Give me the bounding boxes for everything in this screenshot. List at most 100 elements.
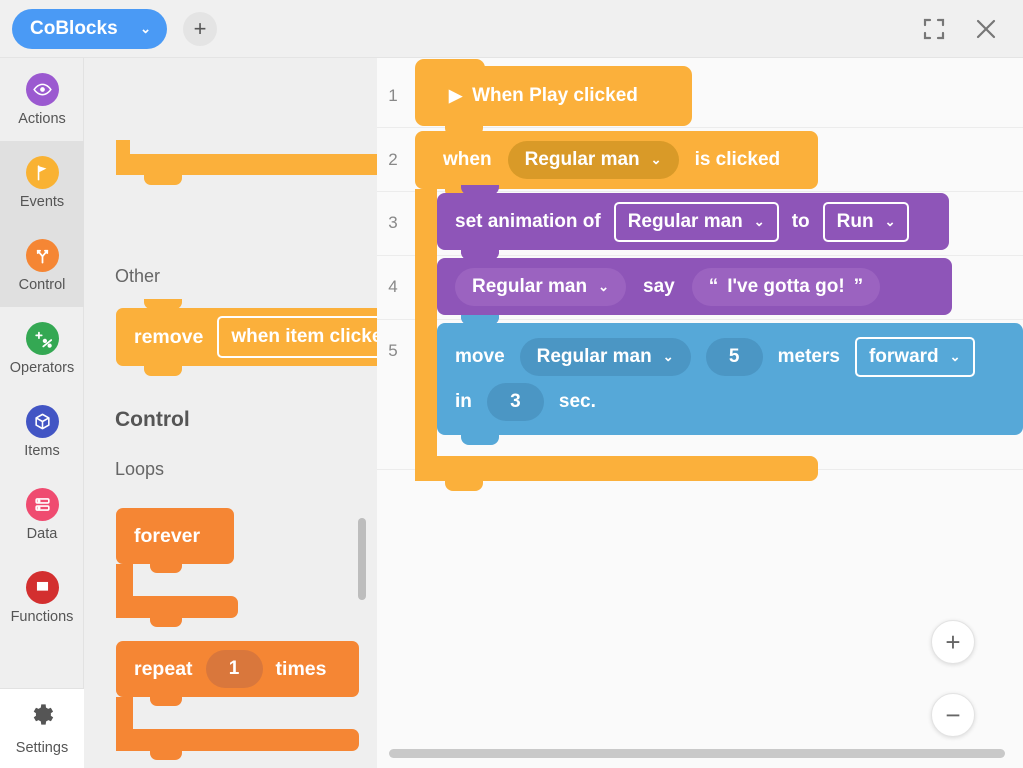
remove-label: remove xyxy=(134,325,204,348)
sec-label: sec. xyxy=(558,391,596,412)
sidebar-item-label: Items xyxy=(24,442,60,459)
set-animation-label: set animation of xyxy=(455,210,601,232)
palette-section-loops: Loops xyxy=(115,459,165,479)
sidebar-item-label: Events xyxy=(19,193,65,210)
project-name-dropdown[interactable]: CoBlocks ⌄ xyxy=(12,9,167,49)
chevron-down-icon: ⌄ xyxy=(753,213,765,229)
palette-section-other: Other xyxy=(115,266,161,286)
animation-name-dropdown[interactable]: Run ⌄ xyxy=(822,201,910,242)
animation-target-value: Regular man xyxy=(627,210,743,232)
move-duration-field[interactable]: 3 xyxy=(486,383,544,421)
set-animation-block[interactable]: set animation of Regular man ⌄ to Run ⌄ xyxy=(437,185,949,260)
sidebar-item-control[interactable]: Control xyxy=(0,224,84,307)
sidebar-item-events[interactable]: Events xyxy=(0,141,84,224)
line-divider xyxy=(377,191,1023,192)
quote-close: ” xyxy=(853,275,864,297)
forever-label: forever xyxy=(134,524,201,547)
palette-scrollbar[interactable] xyxy=(358,518,366,600)
repeat-label: repeat xyxy=(134,657,193,680)
character-value: Regular man xyxy=(524,149,640,170)
window-controls xyxy=(919,14,1023,44)
workspace-horizontal-scrollbar[interactable] xyxy=(389,749,1005,758)
chevron-down-icon: ⌄ xyxy=(884,213,896,229)
sidebar-item-items[interactable]: Items xyxy=(0,390,84,473)
eye-icon xyxy=(25,72,59,106)
header-divider xyxy=(0,57,1023,58)
zoom-in-button[interactable]: + xyxy=(931,620,975,664)
meters-label: meters xyxy=(777,346,840,367)
line-number: 5 xyxy=(388,340,398,360)
cube-icon xyxy=(25,404,59,438)
say-message-field[interactable]: “ I've gotta go! ” xyxy=(691,267,881,306)
say-block[interactable]: Regular man ⌄ say “ I've gotta go! ” xyxy=(437,250,952,325)
animation-target-dropdown[interactable]: Regular man ⌄ xyxy=(613,201,779,242)
line-divider xyxy=(377,255,1023,256)
line-divider xyxy=(377,319,1023,320)
quote-open: “ xyxy=(708,275,719,297)
say-message-value: I've gotta go! xyxy=(727,275,845,297)
minus-icon: − xyxy=(945,699,961,730)
move-distance-value: 5 xyxy=(728,346,740,367)
database-icon xyxy=(25,487,59,521)
line-number-gutter: 1 2 3 4 5 xyxy=(377,58,409,768)
remove-when-item-clicked-block[interactable]: remove when item clicked xyxy=(116,299,377,376)
move-character-dropdown[interactable]: Regular man ⌄ xyxy=(519,338,691,376)
sidebar-item-operators[interactable]: Operators xyxy=(0,307,84,390)
when-label: when xyxy=(443,149,492,170)
move-direction-value: forward xyxy=(868,346,939,367)
chevron-down-icon: ⌄ xyxy=(650,152,662,167)
chevron-down-icon: ⌄ xyxy=(662,349,674,364)
when-play-clicked-block[interactable]: ▶ When Play clicked xyxy=(415,59,692,136)
flag-solid-icon xyxy=(25,570,59,604)
line-number: 1 xyxy=(388,85,398,105)
workspace-canvas[interactable]: 1 2 3 4 5 ▶ When Play clicked when Regul… xyxy=(377,58,1023,768)
is-clicked-label: is clicked xyxy=(694,149,781,170)
line-number: 4 xyxy=(388,276,398,296)
close-icon[interactable] xyxy=(971,14,1001,44)
repeat-count-field[interactable]: 1 xyxy=(205,650,263,688)
block-palette[interactable]: Other remove when item clicked Control L… xyxy=(84,58,377,768)
times-label: times xyxy=(275,657,327,680)
repeat-count-value: 1 xyxy=(228,658,240,679)
forever-block[interactable]: forever xyxy=(116,508,238,627)
chevron-down-icon: ⌄ xyxy=(598,278,609,294)
say-character-value: Regular man xyxy=(472,275,588,297)
move-character-value: Regular man xyxy=(536,346,652,367)
item-event-field[interactable]: when item clicked xyxy=(217,316,377,358)
repeat-times-block[interactable]: repeat 1 times xyxy=(116,641,359,760)
zoom-out-button[interactable]: − xyxy=(931,693,975,737)
sidebar-item-functions[interactable]: Functions xyxy=(0,556,84,639)
in-label: in xyxy=(455,391,472,412)
move-direction-dropdown[interactable]: forward ⌄ xyxy=(854,337,975,377)
sidebar-item-label: Data xyxy=(26,525,58,542)
sidebar-item-settings[interactable]: Settings xyxy=(0,688,84,768)
sidebar-item-label: Control xyxy=(18,276,66,293)
sidebar-item-label: Operators xyxy=(9,359,75,376)
move-distance-field[interactable]: 5 xyxy=(705,338,763,376)
chevron-down-icon: ⌄ xyxy=(140,21,151,36)
say-character-dropdown[interactable]: Regular man ⌄ xyxy=(455,267,626,306)
chevron-down-icon: ⌄ xyxy=(949,349,961,364)
sidebar-item-data[interactable]: Data xyxy=(0,473,84,556)
move-block[interactable]: move Regular man ⌄ 5 meters forward ⌄ in… xyxy=(437,315,1023,445)
gear-icon xyxy=(29,701,56,733)
line-number: 3 xyxy=(388,212,398,232)
fullscreen-icon[interactable] xyxy=(919,14,949,44)
project-name-label: CoBlocks xyxy=(30,18,118,39)
category-rail: Actions Events Control Operators xyxy=(0,58,84,768)
when-is-clicked-block[interactable]: when Regular man ⌄ is clicked xyxy=(415,131,818,491)
top-bar: CoBlocks ⌄ + xyxy=(0,0,1023,58)
sidebar-item-actions[interactable]: Actions xyxy=(0,58,84,141)
sidebar-item-label: Actions xyxy=(18,110,66,127)
sidebar-item-label: Settings xyxy=(15,740,69,756)
line-number: 2 xyxy=(388,149,398,169)
move-duration-value: 3 xyxy=(510,391,521,412)
palette-section-control: Control xyxy=(115,408,190,431)
sidebar-item-label: Functions xyxy=(10,608,74,625)
character-dropdown[interactable]: Regular man ⌄ xyxy=(507,141,679,179)
branch-icon xyxy=(25,238,59,272)
move-label: move xyxy=(455,346,505,367)
plus-icon: + xyxy=(193,16,207,41)
item-event-value: when item clicked xyxy=(231,326,377,347)
add-project-button[interactable]: + xyxy=(183,12,217,46)
